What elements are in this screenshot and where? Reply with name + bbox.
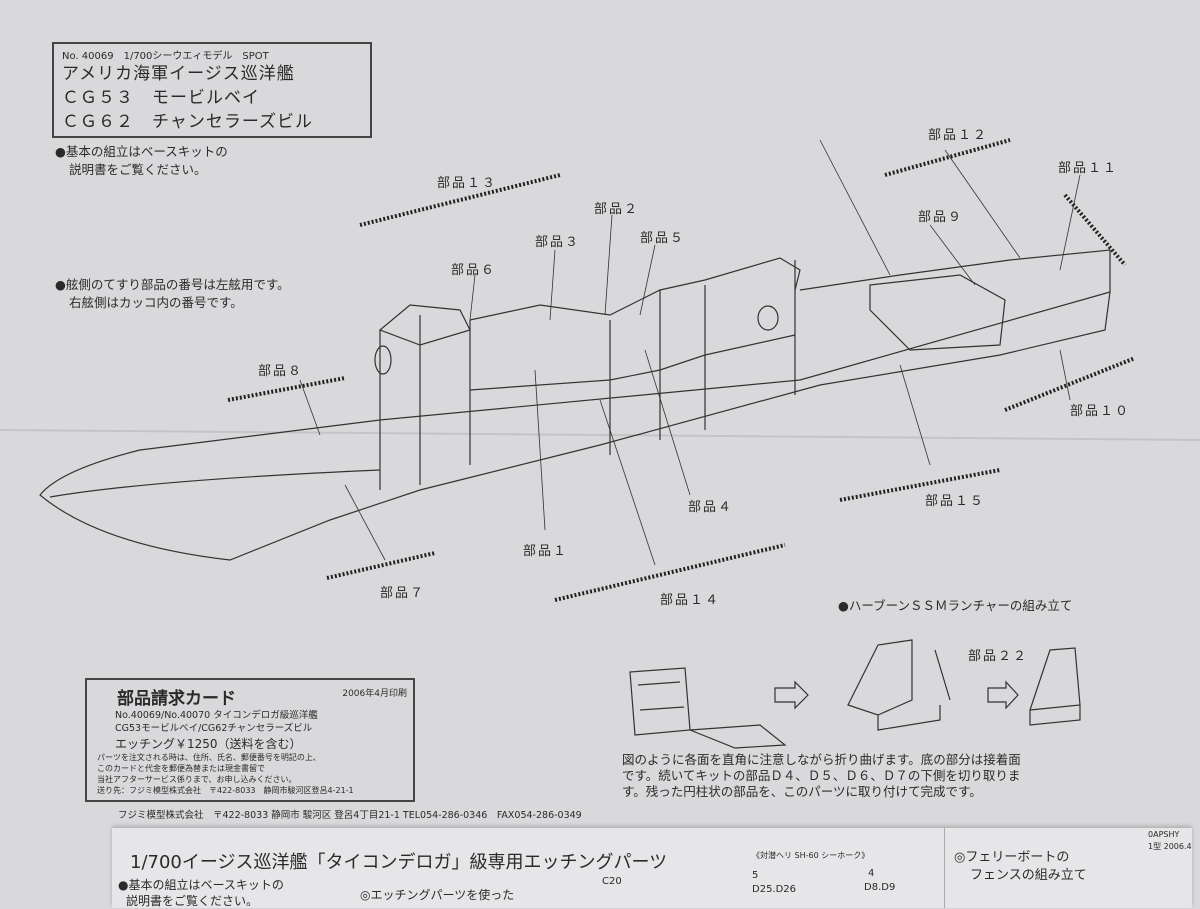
paper-fold (0, 429, 1200, 441)
sheet2-basic-note: ●基本の組立はベースキットの (118, 878, 284, 892)
part-4-label: 部品４ (688, 500, 734, 515)
part-10-label: 部品１０ (1070, 404, 1131, 419)
page-title: アメリカ海軍イージス巡洋艦 (62, 64, 295, 84)
card-text: 当社アフターサービス係りまで、お申し込みください。 (97, 775, 297, 784)
card-date: 2006年4月印刷 (342, 689, 407, 699)
helicopter-label: 《対潜ヘリ SH-60 シーホーク》 (752, 851, 870, 860)
print-code: 0APSHY (1148, 830, 1180, 839)
step-5-label: 5 (752, 870, 759, 881)
product-line: No. 40069 1/700シーウエィモデル SPOT (62, 51, 269, 62)
part-12-label: 部品１２ (928, 128, 989, 143)
part-d25-label: D25.D26 (752, 884, 797, 895)
note-line: 説明書をご覧ください。 (69, 162, 207, 177)
part-11-label: 部品１１ (1058, 161, 1119, 176)
instruction-line: 図のように各面を直角に注意しながら折り曲げます。底の部分は接着面 (622, 752, 1021, 767)
second-sheet: 1/700イージス巡洋艦「タイコンデロガ」級専用エッチングパーツ ●基本の組立は… (112, 828, 1192, 908)
instruction-line: す。残った円柱状の部品を、このパーツに取り付けて完成です。 (622, 784, 982, 799)
edition-label: 1型 2006.4 (1148, 842, 1192, 851)
divider (944, 828, 945, 908)
railing-note: ●舷側のてすり部品の番号は左舷用です。 右舷側はカッコ内の番号です。 (55, 276, 290, 312)
part-1-label: 部品１ (523, 544, 569, 559)
part-d8-label: D8.D9 (864, 882, 896, 893)
sheet2-etch-note: ◎エッチングパーツを使った (360, 888, 515, 902)
card-text: このカードと代金を郵便為替または現金書留で (97, 764, 265, 773)
railing-parts (227, 138, 1136, 602)
card-price: エッチング￥1250（送料を含む） (115, 737, 302, 751)
card-text: パーツを注文される時は、住所、氏名、郵便番号を明記の上、 (97, 753, 321, 762)
step-4-label: 4 (868, 868, 875, 879)
part-7-label: 部品７ (380, 586, 426, 601)
card-title: 部品請求カード (117, 689, 236, 709)
part-3-label: 部品３ (535, 235, 581, 250)
ferry-heading: ◎フェリーボートの (954, 850, 1070, 865)
ferry-heading-2: フェンスの組み立て (970, 868, 1087, 883)
parts-request-card: 部品請求カード 2006年4月印刷 No.40069/No.40070 タイコン… (85, 678, 415, 802)
instruction-line: です。続いてキットの部品Ｄ４、Ｄ５、Ｄ６、Ｄ７の下側を切り取りま (622, 768, 1021, 783)
part-14-label: 部品１４ (660, 593, 721, 608)
title-box: No. 40069 1/700シーウエィモデル SPOT アメリカ海軍イージス巡… (52, 42, 372, 138)
part-5-label: 部品５ (640, 231, 686, 246)
part-6-label: 部品６ (451, 263, 497, 278)
sheet2-title: 1/700イージス巡洋艦「タイコンデロガ」級専用エッチングパーツ (130, 852, 668, 873)
hull-lines (39, 249, 1111, 561)
card-line: CG53モービルベイ/CG62チャンセラーズビル (115, 723, 313, 734)
basic-assembly-note: ●基本の組立はベースキットの 説明書をご覧ください。 (55, 143, 228, 179)
card-text: 送り先：フジミ模型株式会社 〒422-8033 静岡市駿河区登呂4-21-1 (97, 786, 354, 795)
part-15-label: 部品１５ (925, 494, 986, 509)
note-line: ●基本の組立はベースキットの (55, 144, 228, 159)
part-22-label: 部品２２ (968, 649, 1029, 664)
leader-lines (299, 139, 1081, 566)
harpoon-heading: ●ハーブーンＳＳＭランチャーの組み立て (838, 598, 1073, 613)
card-line: No.40069/No.40070 タイコンデロガ級巡洋艦 (115, 710, 318, 721)
ship-cg53: ＣＧ５３ モービルベイ (62, 88, 260, 108)
harpoon-instructions: 図のように各面を直角に注意しながら折り曲げます。底の部分は接着面 です。続いてキ… (622, 752, 1021, 800)
note-line: ●舷側のてすり部品の番号は左舷用です。 (55, 277, 290, 292)
part-13-label: 部品１３ (437, 176, 498, 191)
ship-cg62: ＣＧ６２ チャンセラーズビル (62, 112, 313, 132)
company-footer: フジミ模型株式会社 〒422-8033 静岡市 駿河区 登呂4丁目21-1 TE… (118, 810, 582, 821)
part-c20-label: C20 (602, 876, 622, 887)
part-2-label: 部品２ (594, 202, 640, 217)
part-9-label: 部品９ (918, 210, 964, 225)
part-8-label: 部品８ (258, 364, 304, 379)
sheet2-basic-note-2: 説明書をご覧ください。 (126, 894, 259, 908)
harpoon-launcher-drawings (629, 639, 1081, 749)
note-line: 右舷側はカッコ内の番号です。 (69, 295, 243, 310)
